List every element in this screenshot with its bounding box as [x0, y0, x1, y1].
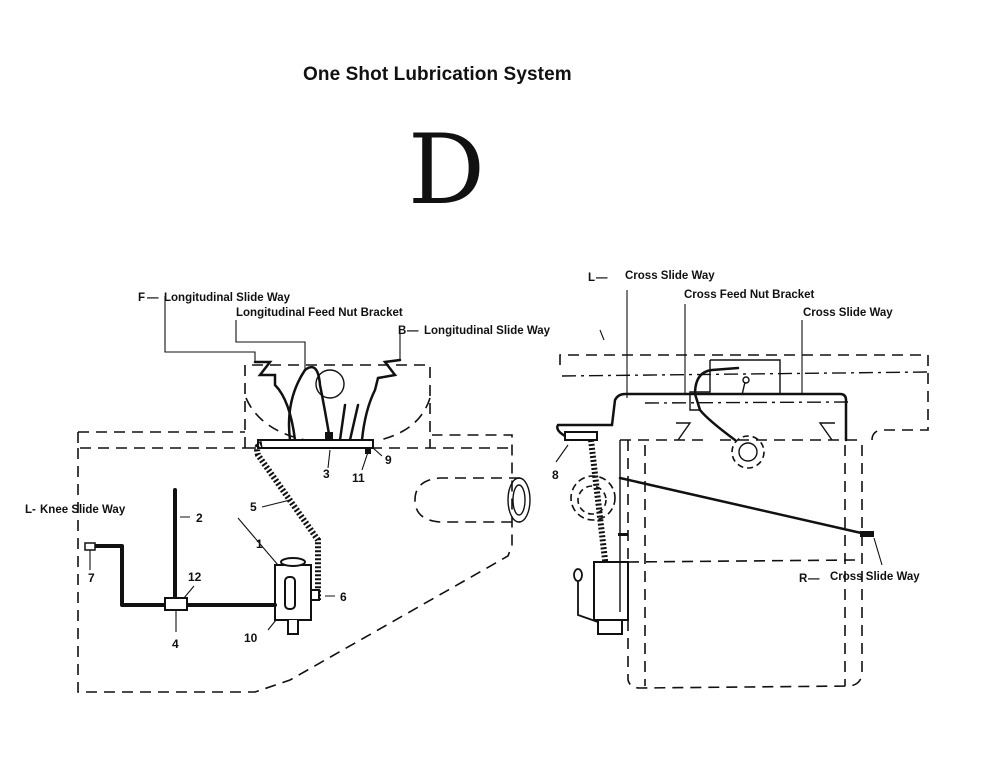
- manifold-fitting: [325, 432, 333, 440]
- label-right-cross-slide-prefix: R: [799, 573, 808, 585]
- hose: [254, 441, 321, 600]
- cross-slide-pipe-r: [618, 476, 872, 537]
- manifold-block: [564, 431, 598, 441]
- part-number-5: 5: [250, 500, 257, 514]
- left-view: F — Longitudinal Slide Way Longitudinal …: [25, 292, 551, 693]
- pump-unit-right: [573, 533, 629, 635]
- part-number-6: 6: [340, 590, 347, 604]
- label-knee-slide-prefix: L-: [25, 504, 36, 516]
- part-number-11: 11: [352, 471, 365, 485]
- label-back-slide-prefix: B: [398, 325, 406, 337]
- right-hose: [588, 439, 608, 600]
- front-slide-way-pipe: [253, 360, 297, 442]
- label-cross-feed-nut-bracket: Cross Feed Nut Bracket: [684, 289, 815, 301]
- cross-main-pipe: [556, 392, 848, 442]
- part-number-9: 9: [385, 453, 392, 467]
- label-front-slide-prefix: F: [138, 292, 145, 304]
- right-view: L — Cross Slide Way Cross Feed Nut Brack…: [552, 270, 929, 689]
- label-back-slide-dash: —: [407, 325, 419, 337]
- right-slide-fitting: [860, 531, 874, 537]
- manifold-plug: [365, 448, 371, 454]
- distribution-lines: [338, 403, 360, 442]
- tee-fitting: [164, 597, 188, 611]
- dovetail-left: [676, 422, 692, 441]
- section-letter: D: [408, 114, 485, 226]
- label-left-cross-slide: Cross Slide Way: [625, 270, 715, 282]
- label-left-cross-slide-prefix: L: [588, 272, 595, 284]
- crank-inner: [577, 485, 607, 515]
- crank-outer: [570, 475, 616, 521]
- nut-pipe-stub: [741, 381, 746, 396]
- label-feed-nut-bracket: Longitudinal Feed Nut Bracket: [236, 307, 403, 319]
- cross-feed-nut-inner: [738, 442, 758, 462]
- saddle-centerline: [644, 401, 851, 404]
- label-front-slide-dash: —: [147, 292, 159, 304]
- label-top-cross-slide: Cross Slide Way: [803, 307, 893, 319]
- part-number-3: 3: [323, 467, 330, 481]
- label-right-cross-slide-dash: —: [808, 573, 820, 585]
- nut-oil-point: [742, 376, 750, 384]
- part-number-8: 8: [552, 468, 559, 482]
- feed-nut-bracket: [315, 369, 345, 399]
- saddle-outline-right: [620, 439, 863, 689]
- feed-nut-pipe: [287, 365, 332, 442]
- part-number-7: 7: [88, 571, 95, 585]
- cross-feed-nut-outer: [731, 435, 765, 469]
- label-right-cross-slide: Cross Slide Way: [830, 571, 920, 583]
- part-number-10: 10: [244, 631, 258, 645]
- part-number-4: 4: [172, 637, 179, 651]
- diagram-title: One Shot Lubrication System: [303, 64, 572, 85]
- table-outline: [559, 354, 929, 445]
- pump-unit: [274, 557, 320, 635]
- label-knee-slide: Knee Slide Way: [40, 504, 126, 516]
- cross-feed-pipe: [693, 366, 740, 442]
- saddle-curve-left: [245, 397, 306, 441]
- distributor-manifold: [257, 439, 374, 449]
- leader-lines-right: [555, 290, 883, 566]
- part-number-2: 2: [196, 511, 203, 525]
- feed-nut-bracket-box: [689, 359, 781, 411]
- knee-outline: [77, 431, 513, 693]
- handwheel-end: [507, 477, 531, 523]
- knee-fitting: [84, 542, 96, 551]
- handwheel-inner: [512, 484, 526, 516]
- part-number-12: 12: [188, 570, 202, 584]
- saddle-curve-right: [379, 397, 431, 441]
- leader-lines-left: [89, 296, 401, 632]
- table-centerline: [561, 371, 929, 377]
- dovetail-right: [818, 422, 835, 441]
- back-slide-way-pipe: [360, 358, 402, 442]
- part-number-1: 1: [256, 537, 263, 551]
- knee-feed-pipe: [88, 544, 277, 607]
- label-front-slide: Longitudinal Slide Way: [164, 292, 291, 304]
- label-left-cross-slide-dash: —: [596, 272, 608, 284]
- handwheel-boss: [414, 477, 520, 523]
- label-back-slide: Longitudinal Slide Way: [424, 325, 551, 337]
